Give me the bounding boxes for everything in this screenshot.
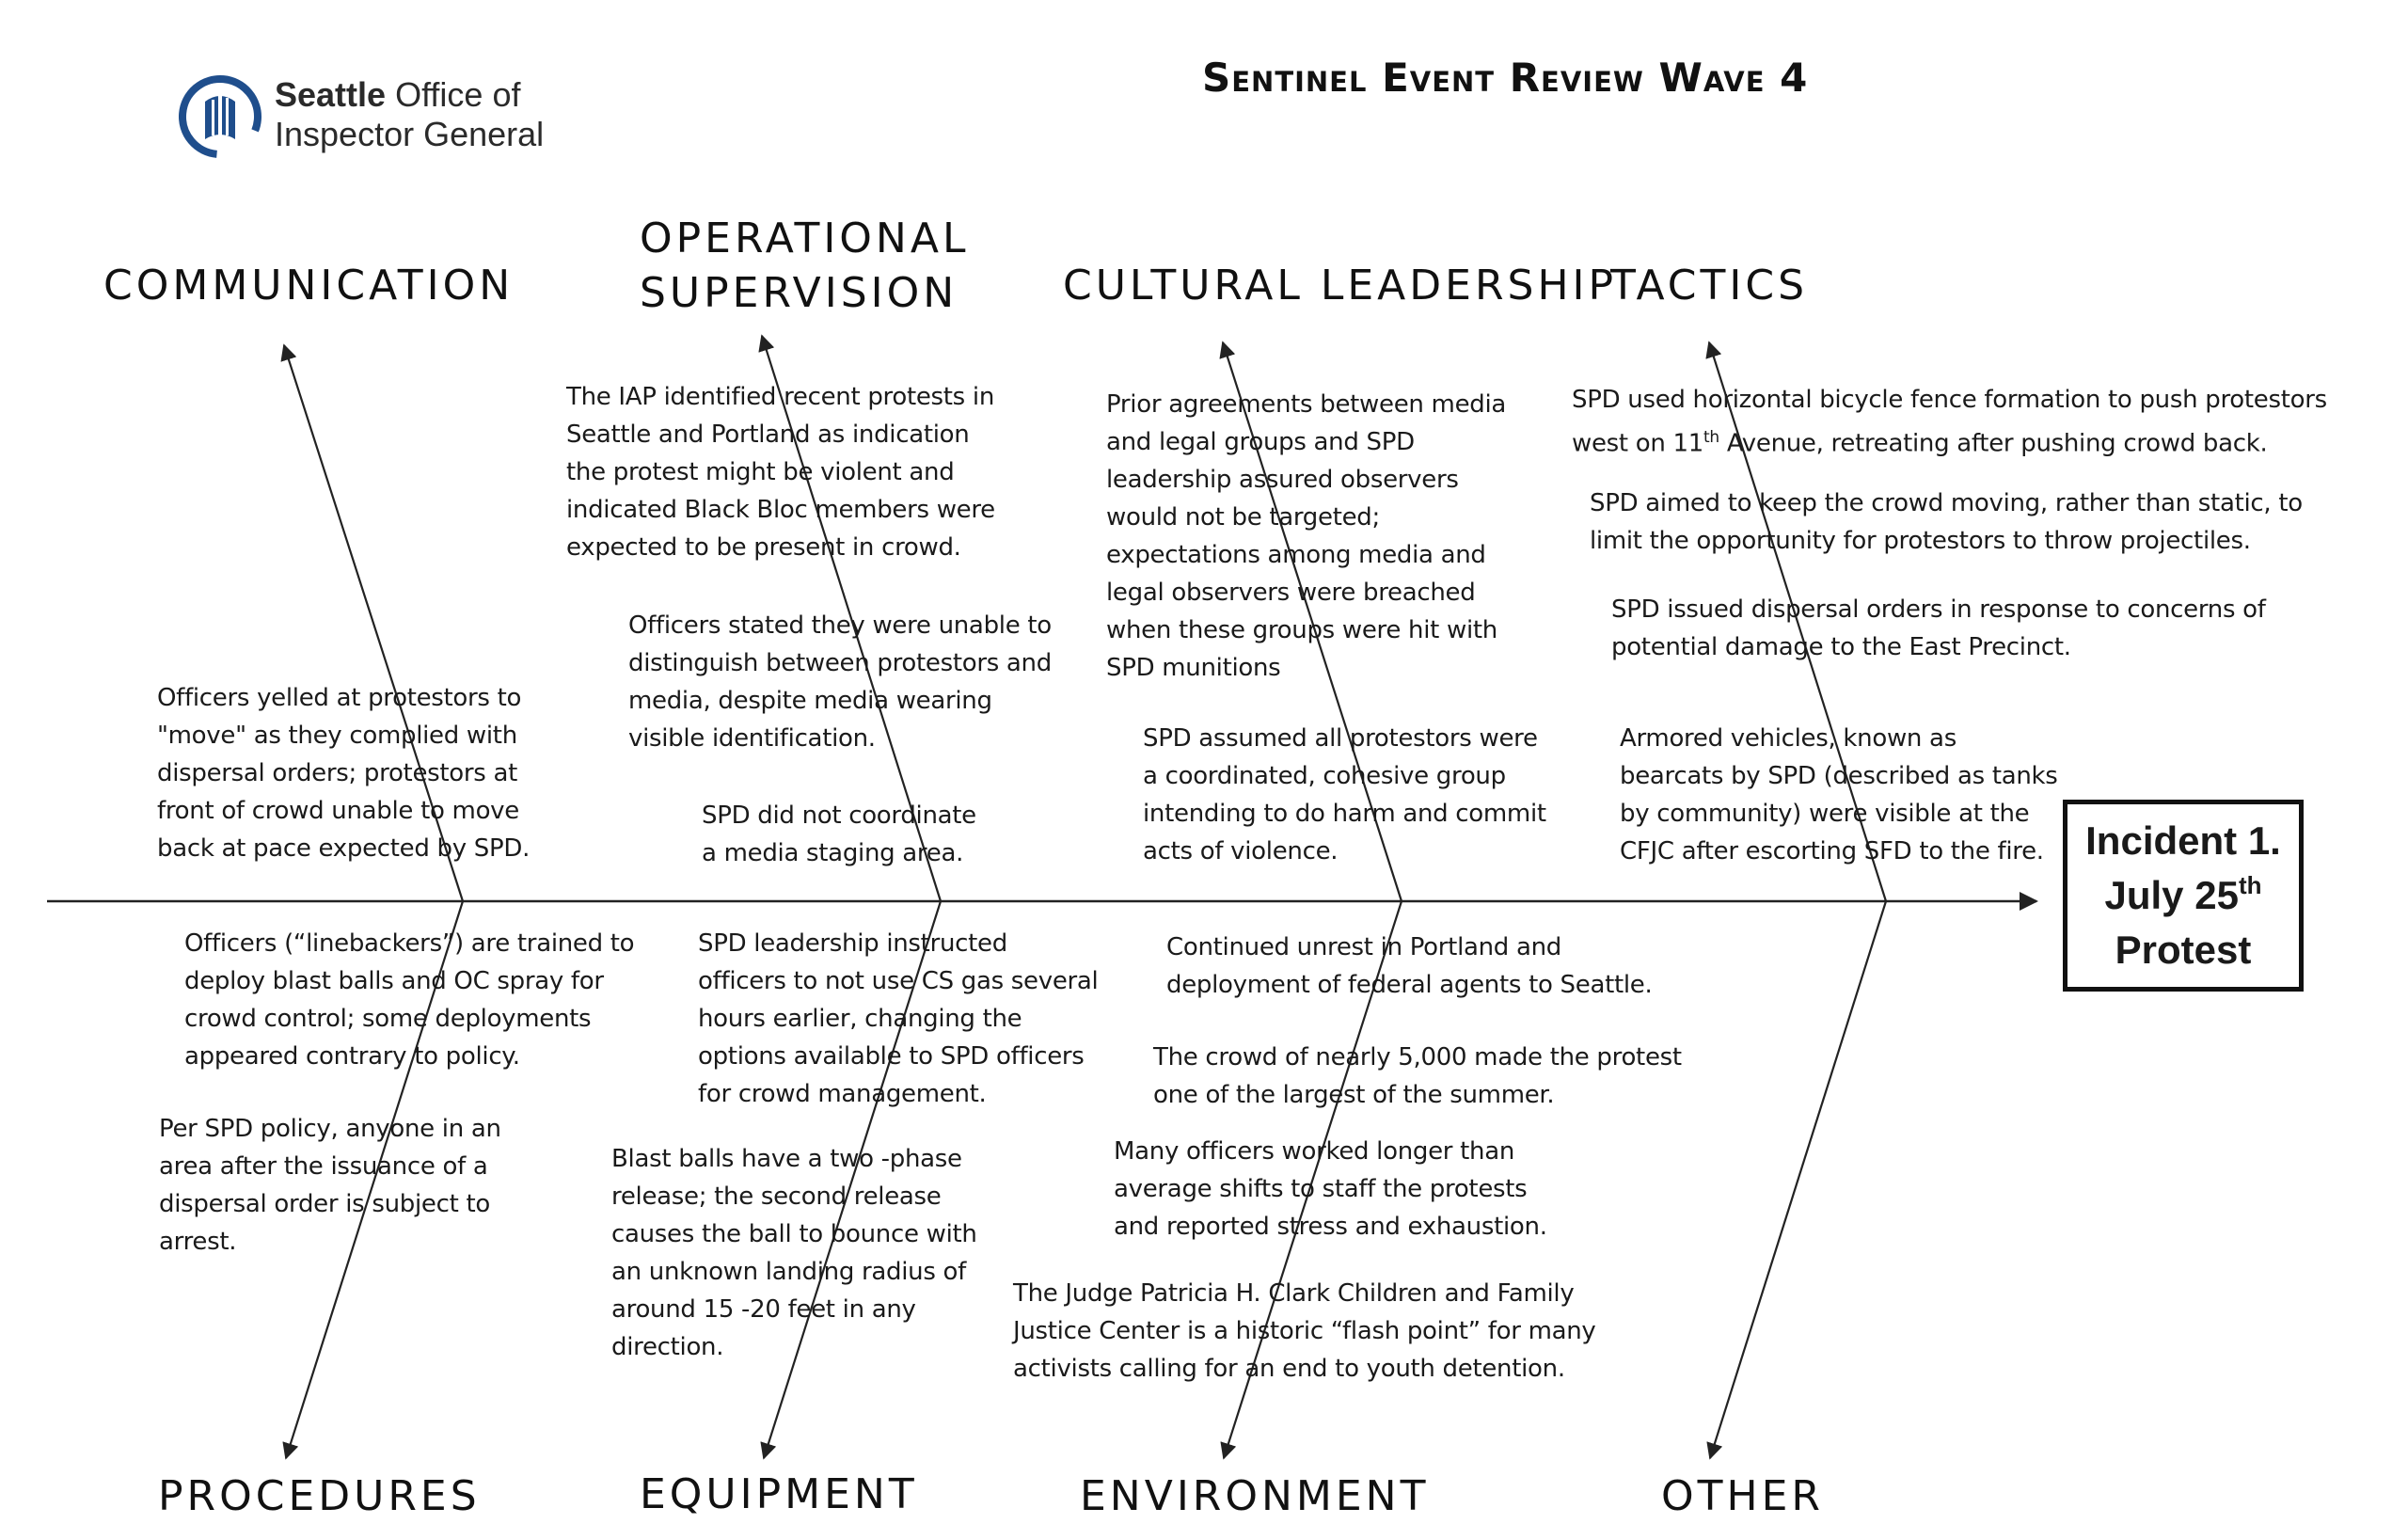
superscript: th [1703, 428, 1719, 447]
logo-text-line2: Inspector General [275, 115, 545, 153]
bone-procedures [282, 900, 465, 1460]
note-equipment-2: Blast balls have a two -phase release; t… [611, 1145, 977, 1361]
note-cultural-2: SPD assumed all protestors were a coordi… [1143, 724, 1546, 865]
note-cultural-1: Prior agreements between media and legal… [1106, 390, 1507, 682]
note-tactics-2: SPD aimed to keep the crowd moving, rath… [1590, 489, 2303, 555]
note-environment-1: Continued unrest in Portland and deploym… [1166, 933, 1653, 999]
note-environment-3: Many officers worked longer than average… [1114, 1137, 1547, 1241]
bone-operational-supervision [758, 334, 943, 902]
incident-line3: Protest [2115, 928, 2252, 972]
oig-logo: Seattle Office of Inspector General [177, 70, 562, 164]
category-communication: COMMUNICATION [103, 262, 515, 310]
incident-line1: Incident 1. [2085, 818, 2281, 863]
category-tactics: TACTICS [1610, 262, 1809, 310]
note-equipment-1: SPD leadership instructed officers to no… [698, 929, 1099, 1108]
bone-tactics [1705, 341, 1888, 902]
note-tactics-1: SPD used horizontal bicycle fence format… [1572, 386, 2327, 458]
category-operational-supervision: OPERATIONAL SUPERVISION [640, 214, 970, 317]
category-environment: ENVIRONMENT [1080, 1472, 1430, 1520]
logo-text-line1: Seattle Office of [275, 75, 521, 114]
document-title: Sentinel Event Review Wave 4 [1202, 55, 1809, 101]
bone-cultural-leadership [1219, 341, 1403, 902]
category-cultural-leadership: CULTURAL LEADERSHIP [1063, 262, 1618, 310]
note-opsup-3: SPD did not coordinate a media staging a… [702, 802, 976, 867]
note-procedures-2: Per SPD policy, anyone in an area after … [159, 1115, 501, 1256]
bone-other [1706, 900, 1888, 1460]
note-procedures-1: Officers (“linebackers”) are trained to … [184, 929, 635, 1071]
bone-communication [280, 343, 465, 902]
incident-effect-box: Incident 1. July 25th Protest [2063, 800, 2304, 992]
note-communication-1: Officers yelled at protestors to "move" … [157, 684, 531, 863]
category-other: OTHER [1661, 1472, 1824, 1520]
bone-environment [1220, 900, 1403, 1460]
note-environment-2: The crowd of nearly 5,000 made the prote… [1153, 1043, 1682, 1109]
bone-equipment [760, 900, 943, 1460]
category-procedures: PROCEDURES [158, 1472, 481, 1520]
note-tactics-4: Armored vehicles, known as bearcats by S… [1620, 724, 2058, 865]
note-environment-4: The Judge Patricia H. Clark Children and… [1013, 1279, 1596, 1383]
category-equipment: EQUIPMENT [640, 1470, 918, 1518]
incident-line2: July 25th [2104, 871, 2262, 917]
note-opsup-1: The IAP identified recent protests in Se… [566, 383, 995, 562]
note-tactics-3: SPD issued dispersal orders in response … [1611, 595, 2266, 661]
note-opsup-2: Officers stated they were unable to dist… [628, 611, 1052, 753]
seattle-seal-icon [178, 75, 261, 158]
